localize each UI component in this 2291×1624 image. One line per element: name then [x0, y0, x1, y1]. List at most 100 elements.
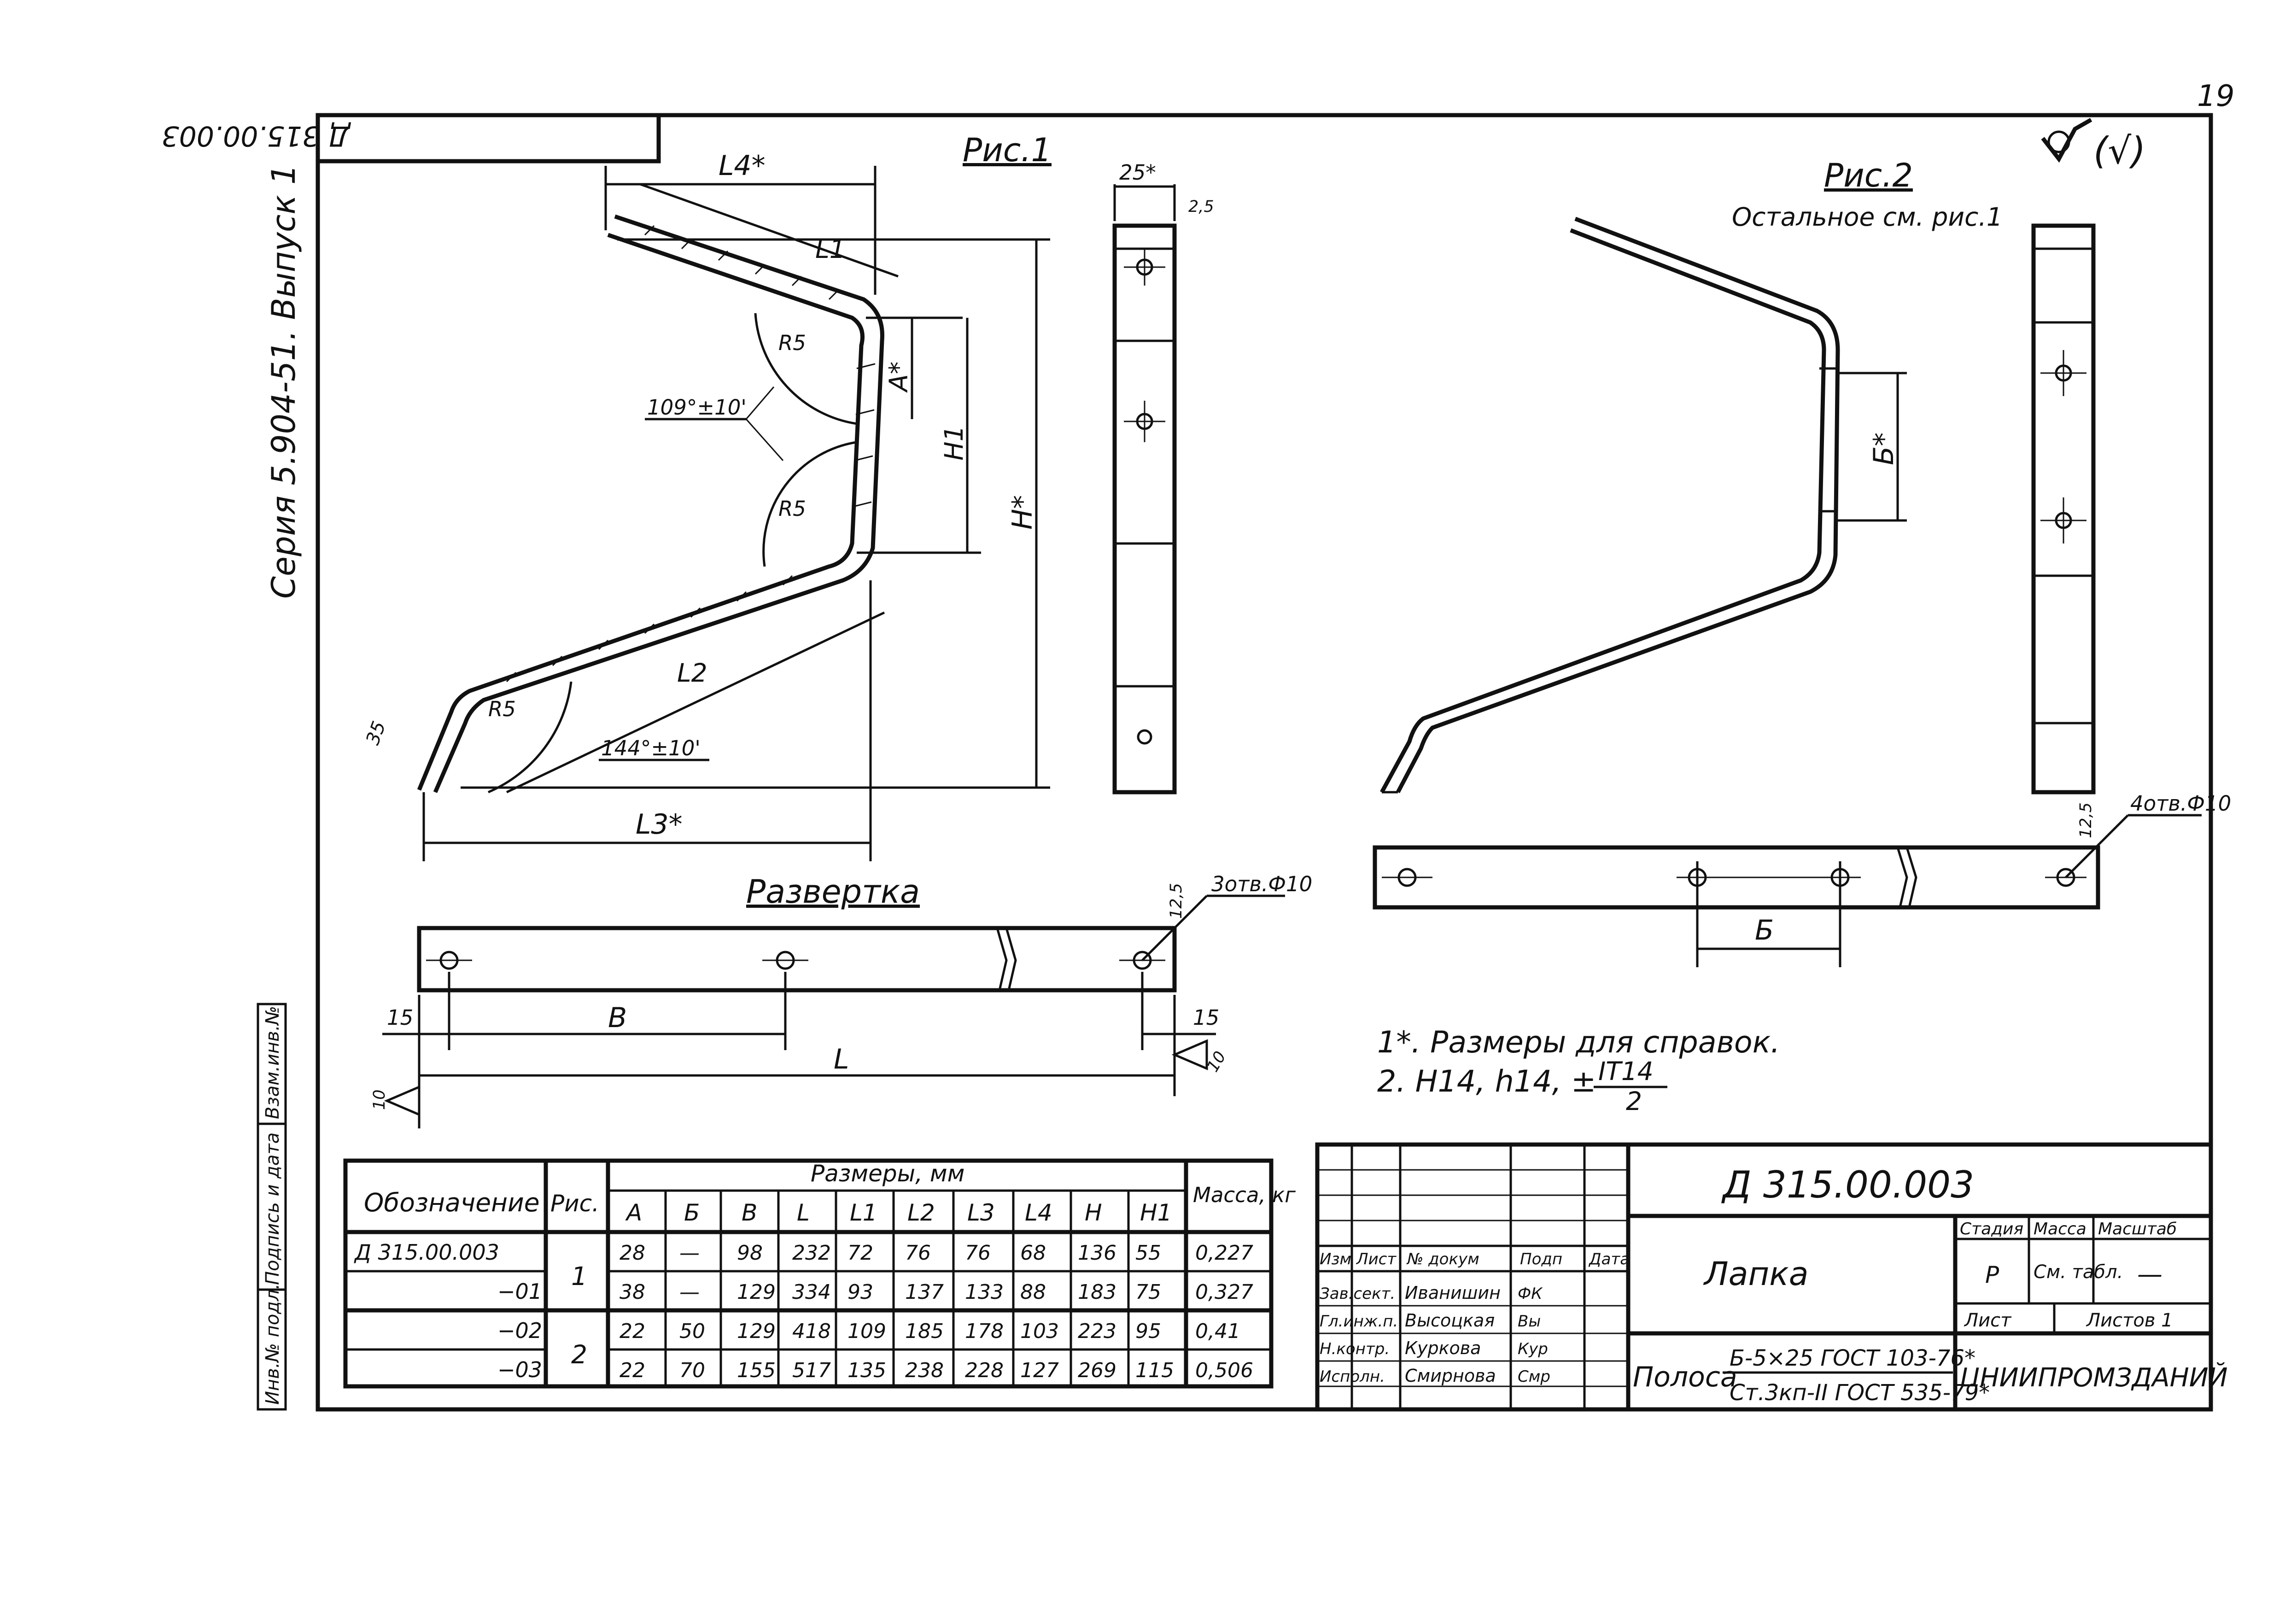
person-name: Иванишин — [1405, 1283, 1501, 1303]
row-cell: 238 — [905, 1359, 944, 1382]
row-mass: 0,227 — [1195, 1241, 1253, 1265]
th-designation: Обозначение — [364, 1188, 540, 1217]
person-name: Высоцкая — [1405, 1310, 1495, 1331]
row-cell: 228 — [965, 1359, 1004, 1382]
th-dim-B: Б — [684, 1199, 700, 1226]
fig2-strip: Б 4отв.Ф10 12,5 — [1373, 791, 2231, 967]
row-cell: 109 — [847, 1320, 886, 1343]
material-label: Полоса — [1633, 1361, 1737, 1393]
fig1-dim-L4: L4* — [719, 150, 766, 182]
material-line2: Б-5×25 ГОСТ 103-76* — [1730, 1345, 1975, 1371]
row-cell: 88 — [1020, 1280, 1046, 1304]
strip-holes: 4отв.Ф10 — [2130, 791, 2231, 816]
row-cell: 223 — [1078, 1320, 1116, 1343]
person-role: Зав.сект. — [1320, 1285, 1395, 1303]
signature-row: Зав.сект. Иванишин ФК — [1320, 1283, 1543, 1303]
strip-thk: 12,5 — [2077, 802, 2095, 838]
row-cell: 72 — [847, 1241, 873, 1265]
dev-B: В — [608, 1002, 627, 1034]
note-2-den: 2 — [1626, 1087, 1642, 1116]
org-name: ЦНИИПРОМЗДАНИЙ — [1960, 1363, 2228, 1393]
row-cell: 68 — [1020, 1241, 1046, 1265]
th-mass: Масса, кг — [1193, 1183, 1296, 1207]
th-dim-L: L — [797, 1199, 810, 1226]
row-cell: 334 — [792, 1280, 831, 1304]
row-cell: 183 — [1078, 1280, 1116, 1304]
row-cell: 178 — [965, 1320, 1004, 1343]
side-thk: 2,5 — [1188, 198, 1214, 216]
mass-value: См. табл. — [2034, 1262, 2123, 1283]
fig1-dim-L2: L2 — [677, 658, 707, 688]
fig1-dim-L3: L3* — [636, 808, 683, 841]
side-label-2: Взам.инв.№ — [262, 1006, 283, 1119]
fig2: Рис.2 Остальное см. рис.1 Б* — [1380, 157, 2003, 794]
person-sign: Вы — [1518, 1312, 1541, 1331]
dev-L: L — [834, 1043, 849, 1075]
stamp-top-code: Д 315.00.003 — [162, 120, 351, 152]
row-cell: 517 — [792, 1359, 831, 1382]
person-role: Н.контр. — [1320, 1340, 1390, 1358]
side-label-0: Инв.№ подл. — [262, 1284, 283, 1405]
hdr-doc: № докум — [1406, 1250, 1479, 1268]
fig1-dim-35: 35 — [362, 719, 390, 748]
dev-edge: 12,5 — [1167, 883, 1186, 919]
row-cell: 95 — [1135, 1320, 1161, 1343]
th-dim-H1: H1 — [1140, 1199, 1172, 1226]
dev-title: Развертка — [746, 873, 920, 911]
row-cell: 22 — [620, 1320, 645, 1343]
row-cell: 127 — [1020, 1359, 1059, 1382]
th-dim-L3: L3 — [967, 1199, 995, 1226]
fig1-R5-b: R5 — [778, 497, 806, 521]
th-dim-L4: L4 — [1025, 1199, 1052, 1226]
side-width: 25* — [1119, 160, 1156, 185]
sheet-number: 19 — [2197, 79, 2234, 113]
fig1-R5-a: R5 — [778, 331, 806, 355]
signature-row: Н.контр. Куркова Кур — [1320, 1338, 1548, 1358]
row-cell: 185 — [905, 1320, 944, 1343]
scale-label: Масштаб — [2098, 1220, 2177, 1238]
stage-value: Р — [1985, 1262, 1999, 1288]
fig1-title: Рис.1 — [963, 131, 1052, 169]
note-2-num: IT14 — [1598, 1057, 1654, 1086]
row-designation: −02 — [497, 1318, 542, 1343]
person-role: Исполн. — [1320, 1367, 1385, 1386]
sheets-label: Листов 1 — [2086, 1310, 2173, 1331]
fig1-side-view: 25* 2,5 — [1112, 160, 1214, 794]
fig2-subtitle: Остальное см. рис.1 — [1732, 202, 2003, 232]
dev-right: 15 — [1193, 1005, 1219, 1030]
person-sign: ФК — [1518, 1285, 1543, 1303]
hdr-list: Лист — [1356, 1250, 1397, 1268]
row-cell: 103 — [1020, 1320, 1059, 1343]
dev-width: 10 — [370, 1089, 389, 1110]
note-2: 2. H14, h14, ± — [1377, 1064, 1596, 1099]
row-cell: 28 — [620, 1241, 645, 1265]
person-name: Куркова — [1405, 1338, 1481, 1358]
person-sign: Кур — [1518, 1340, 1548, 1358]
row-cell: 55 — [1135, 1241, 1161, 1265]
person-sign: Смр — [1518, 1367, 1550, 1386]
row-designation: Д 315.00.003 — [354, 1240, 499, 1265]
scale-value: — — [2137, 1259, 2162, 1289]
side-label-1: Подпись и дата — [262, 1133, 283, 1285]
fig1-R5-c: R5 — [488, 697, 516, 721]
fig1: Рис.1 L4* L1 L2 L3* A* — [362, 131, 1052, 861]
row-designation: −01 — [497, 1279, 542, 1304]
row-cell: 50 — [679, 1320, 705, 1343]
note-1: 1*. Размеры для справок. — [1377, 1025, 1780, 1060]
fig1-bracket-outer — [417, 233, 865, 791]
row-cell: 22 — [620, 1359, 645, 1382]
stamp-top-box — [316, 113, 661, 164]
left-side-strip: Инв.№ подл. Подпись и дата Взам.инв.№ — [257, 1003, 287, 1411]
row-cell: 76 — [905, 1241, 931, 1265]
series-text: Серия 5.904-51. Выпуск 1 — [265, 164, 303, 599]
frame-outer — [316, 113, 2213, 1412]
stage-label: Стадия — [1960, 1220, 2023, 1238]
row-cell: — — [679, 1280, 700, 1304]
roughness-text: (√) — [2093, 129, 2145, 172]
fig1-dim-H1: H1 — [939, 426, 969, 461]
row-cell: 137 — [905, 1280, 944, 1304]
